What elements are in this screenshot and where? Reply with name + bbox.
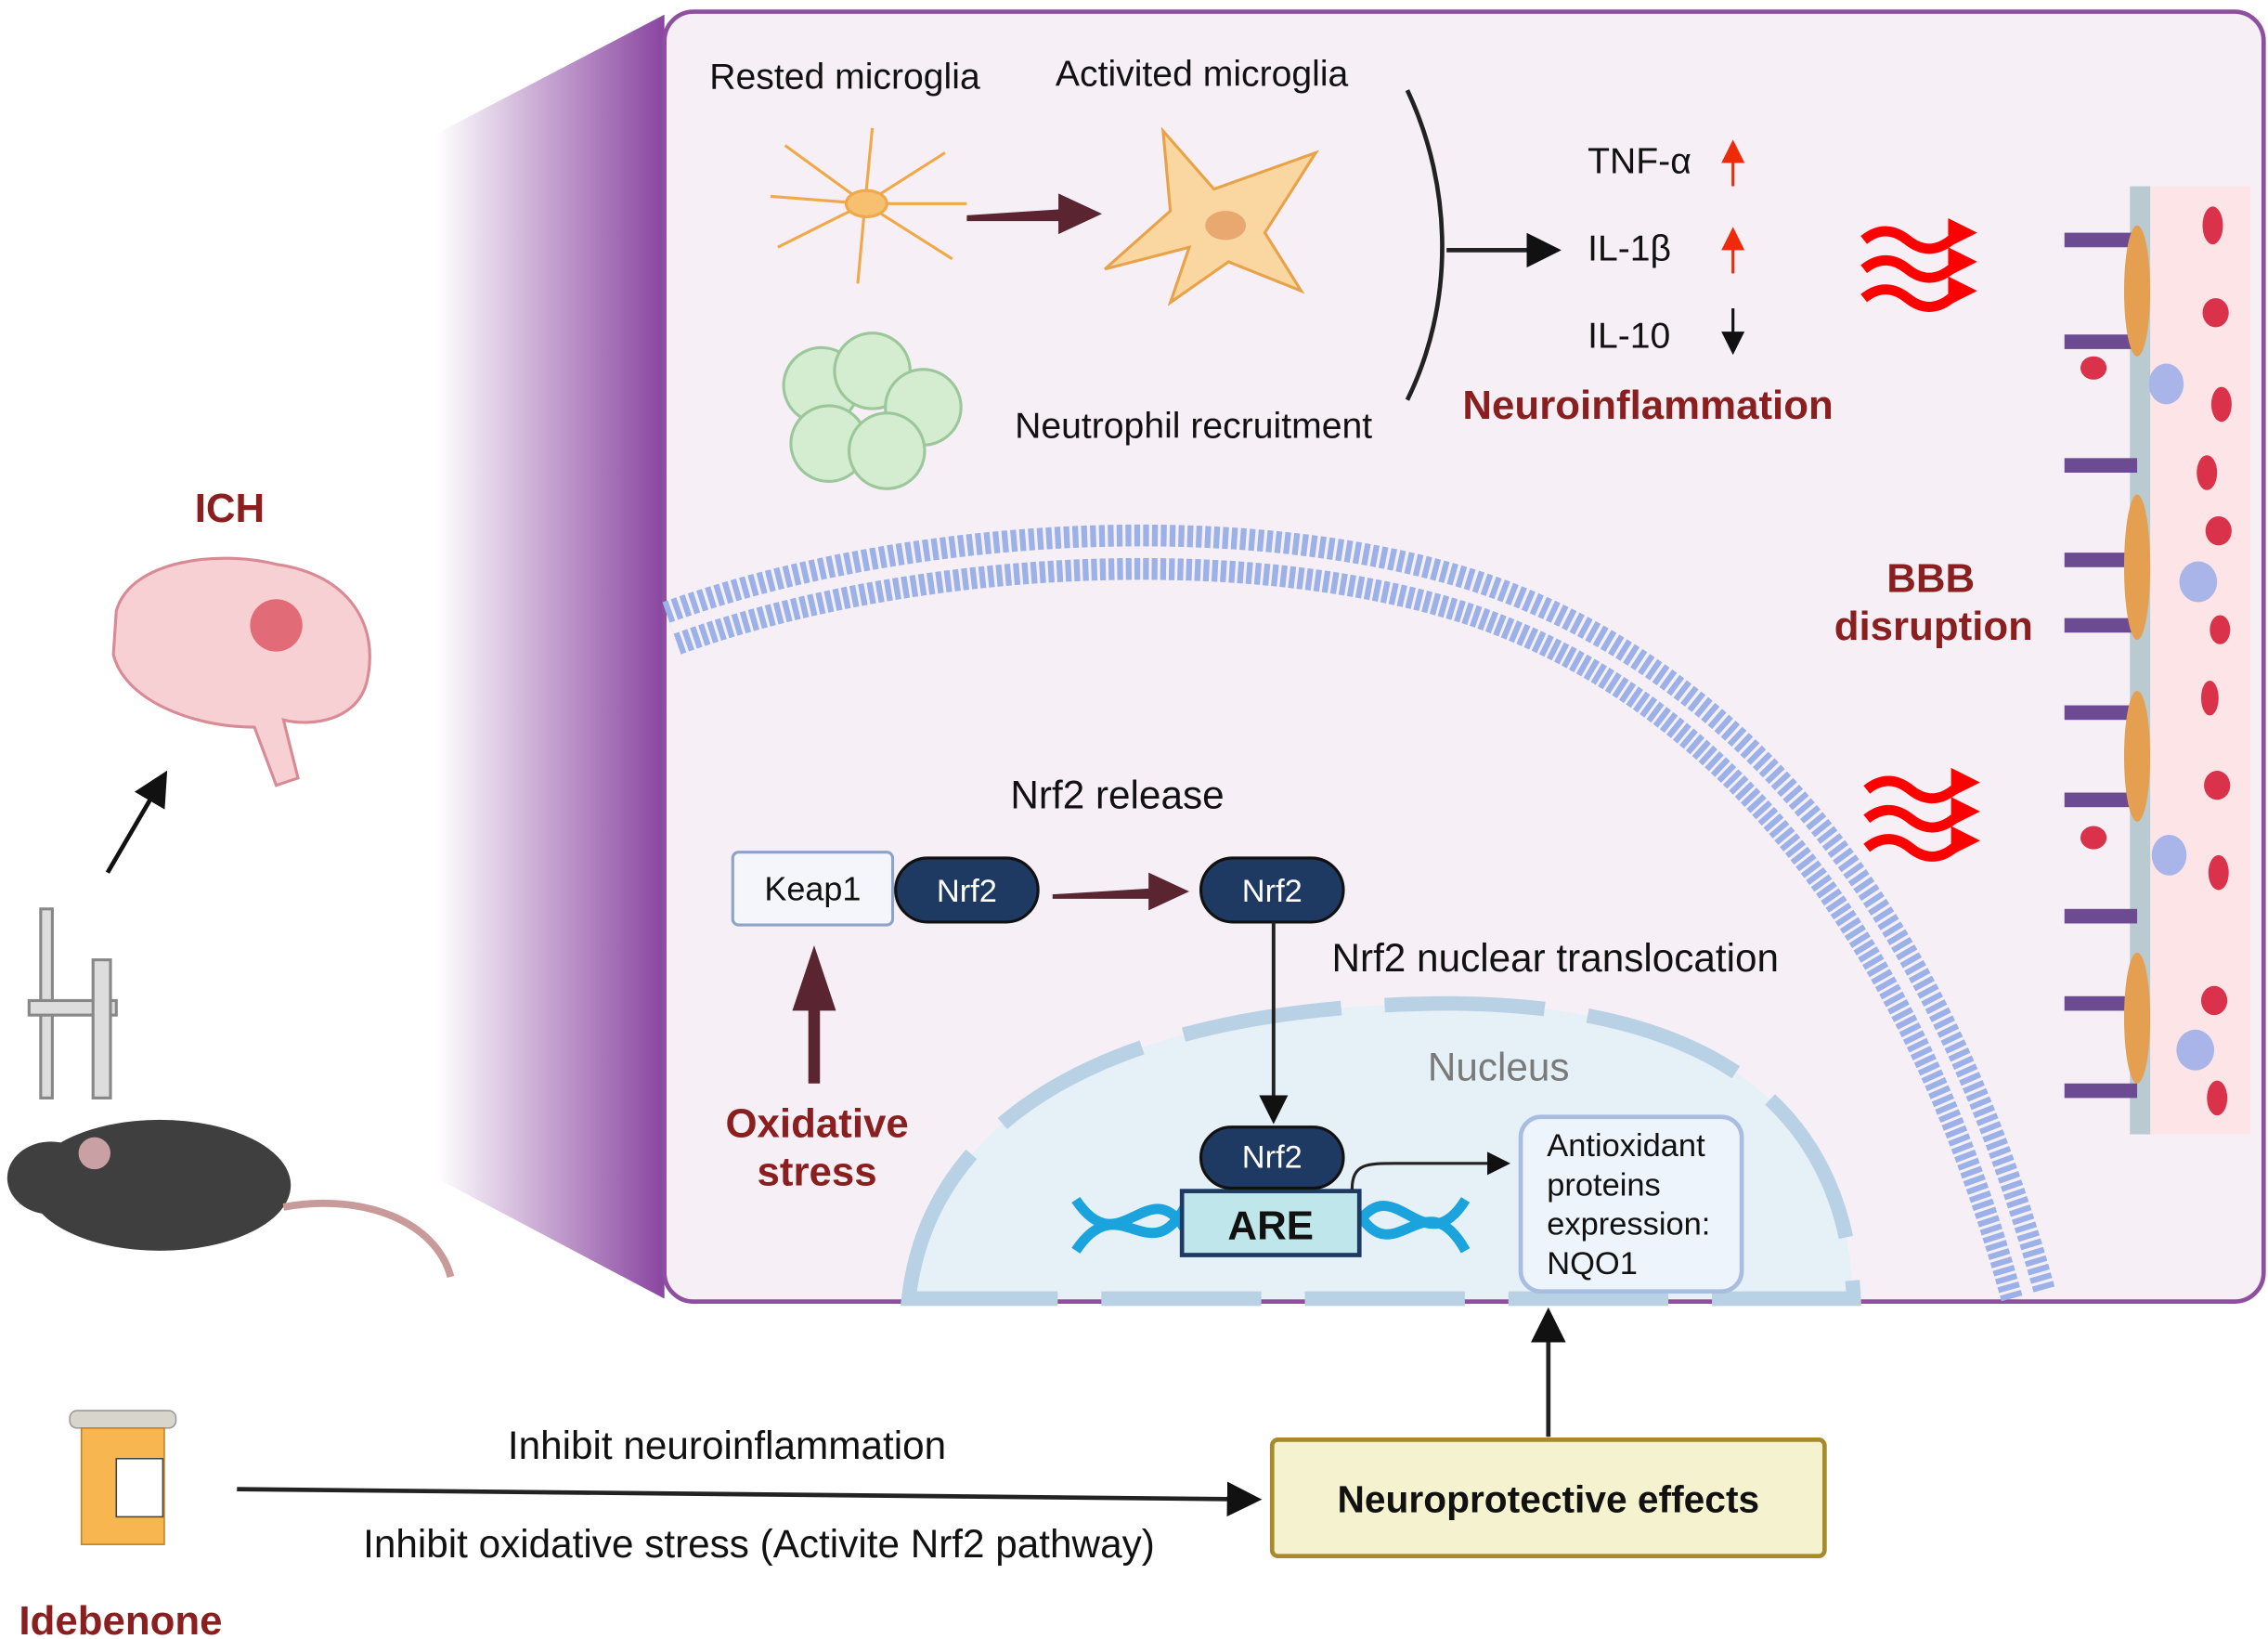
ich-label: ICH: [195, 486, 265, 531]
blood-vessel-illustration: [2064, 186, 2251, 1135]
bbb-disruption-label-2: disruption: [1834, 604, 2033, 649]
mouse-icon: [6, 1119, 455, 1279]
translocation-label: Nrf2 nuclear translocation: [1331, 936, 1779, 980]
cytokine-tnf: TNF-α: [1588, 141, 1691, 181]
cytokine-il1b: IL-1β: [1588, 228, 1671, 268]
cytokine-il10: IL-10: [1588, 316, 1670, 356]
neuroprotective-label: Neuroprotective effects: [1337, 1478, 1759, 1521]
antioxidant-box: [1518, 1114, 1744, 1294]
keap1-box: [731, 851, 895, 927]
are-box: [1179, 1189, 1362, 1257]
arrow-to-brain: [105, 770, 168, 874]
antioxidant-text: Antioxidant proteins expression: NQO1: [1547, 1128, 1719, 1281]
oxidative-stress-arrow: [792, 944, 836, 1084]
drug-label: Idebenone: [19, 1598, 222, 1639]
nucleus-label: Nucleus: [1428, 1046, 1570, 1089]
activated-microglia-icon: [1104, 126, 1320, 306]
dna-icon: [1071, 1196, 1471, 1254]
neutrophil-recruitment-label: Neutrophil recruitment: [1015, 406, 1372, 446]
neuroinflammation-label: Neuroinflammation: [1462, 383, 1833, 428]
nrf2-bound-label: Nrf2: [937, 874, 997, 909]
release-arrow: [1052, 872, 1190, 911]
nrf2-bound: [894, 856, 1040, 924]
keap1-label: Keap1: [764, 869, 861, 907]
expression-arrow: [1350, 1151, 1511, 1190]
idebenone-bottle-icon: [69, 1410, 177, 1545]
bracket: [1405, 89, 1445, 401]
wavy-arrows-icon: [1860, 226, 1958, 862]
inhibit-neuroinflammation-label: Inhibit neuroinflammation: [508, 1424, 946, 1467]
bbb-disruption-label: BBB: [1886, 555, 1975, 601]
activated-microglia-label: Activited microglia: [1056, 54, 1349, 94]
rested-microglia-icon: [770, 127, 967, 284]
activation-arrow: [966, 193, 1103, 235]
syringe-icon: [27, 907, 118, 1099]
nrf2-release-label: Nrf2 release: [1010, 774, 1224, 817]
zoom-fan: [435, 14, 665, 1299]
neutrophil-icon: [782, 332, 963, 490]
brain-icon: [111, 556, 371, 787]
treatment-arrow: [237, 1481, 1263, 1517]
oxidative-stress-label-2: stress: [758, 1149, 877, 1194]
rested-microglia-label: Rested microglia: [709, 58, 980, 98]
oxidative-stress-label: Oxidative: [725, 1101, 908, 1147]
neuroprotective-box: [1269, 1437, 1827, 1559]
inhibit-oxidative-label: Inhibit oxidative stress (Activite Nrf2 …: [363, 1522, 1155, 1566]
nrf2-nuclear-label: Nrf2: [1242, 1140, 1302, 1176]
nrf2-nuclear: [1199, 1125, 1345, 1190]
nrf2-free-label: Nrf2: [1242, 874, 1302, 909]
are-label: ARE: [1227, 1203, 1314, 1248]
